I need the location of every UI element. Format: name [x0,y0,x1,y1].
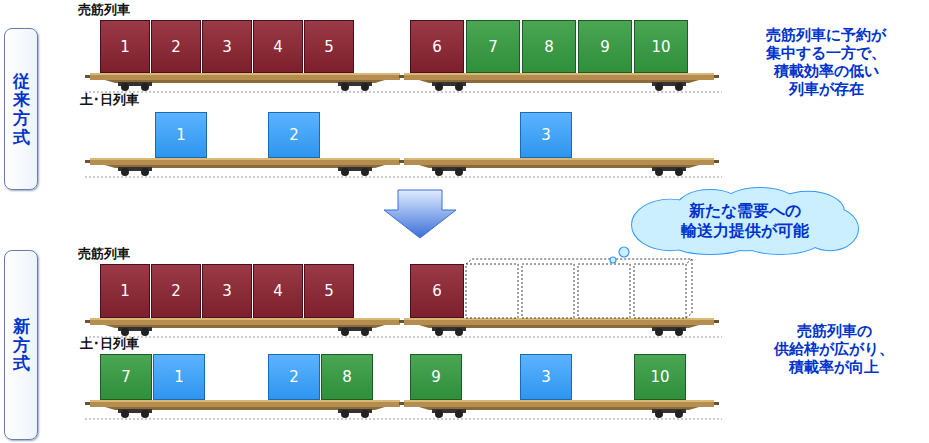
container: 7 [100,354,152,400]
container: 2 [151,20,201,73]
container: 9 [578,20,632,73]
container-number: 7 [488,38,498,56]
container-number: 2 [289,126,299,144]
container-number: 2 [289,368,299,386]
container-number: 5 [324,282,334,300]
container-number: 2 [171,38,181,56]
container-number: 8 [342,368,352,386]
container: 3 [202,264,252,318]
down-arrow [384,190,456,238]
container-number: 9 [600,38,610,56]
flatcar [85,73,719,418]
container-number: 10 [650,368,669,386]
container: 10 [634,354,686,400]
container: 9 [410,354,462,400]
container: 1 [100,264,150,318]
container: 6 [410,20,464,73]
train-name: 売筋列車 [78,2,198,18]
callout-cloud: 新たな需要への 輸送力提供が可能 [630,186,860,256]
note-line-block: 売筋列車に予約が 集中する一方で、 積載効率の低い 列車が存在 [762,26,891,98]
container-number: 6 [432,282,442,300]
container-number: 3 [222,282,232,300]
container-number: 5 [324,38,334,56]
note-line-block: 売筋列車の 供給枠が広がり、 積載率が向上 [770,322,899,376]
container-number: 6 [432,38,442,56]
callout-text: 新たな需要への 輸送力提供が可能 [676,201,814,241]
container: 1 [100,20,150,73]
container: 4 [253,264,303,318]
container-number: 4 [273,282,283,300]
train-name: 売筋列車 [78,246,198,262]
container-number: 1 [176,126,186,144]
cloud-bubble [610,247,629,263]
container: 2 [151,264,201,318]
note-text: 売筋列車の 供給枠が広がり、 積載率が向上 [745,322,923,376]
container: 2 [268,354,320,400]
note-text: 売筋列車に予約が 集中する一方で、 積載効率の低い 列車が存在 [728,26,924,98]
container: 4 [253,20,303,73]
container: 10 [634,20,688,73]
method-box: 新方式 [4,250,38,440]
empty-slot [466,259,692,318]
container-number: 10 [651,38,670,56]
container: 5 [304,20,354,73]
container: 3 [520,354,572,400]
container: 1 [153,354,205,400]
container-number: 3 [541,126,551,144]
method-title: 新方式 [13,317,30,373]
container-number: 8 [544,38,554,56]
method-box: 従来方式 [4,28,38,190]
container-number: 1 [120,282,130,300]
container-number: 2 [171,282,181,300]
rail [85,92,722,419]
container: 3 [202,20,252,73]
container: 2 [268,112,320,158]
container: 8 [522,20,576,73]
container-number: 1 [174,368,184,386]
container: 8 [321,354,373,400]
container-number: 1 [120,38,130,56]
container-number: 3 [541,368,551,386]
container: 6 [410,264,464,318]
train-name: 土･日列車 [80,336,200,352]
container: 3 [520,112,572,158]
container-number: 3 [222,38,232,56]
container-number: 9 [431,368,441,386]
container: 1 [155,112,207,158]
container-number: 7 [121,368,131,386]
container: 7 [466,20,520,73]
container-number: 4 [273,38,283,56]
method-title: 従来方式 [13,72,30,147]
container: 5 [304,264,354,318]
train-name: 土･日列車 [80,92,200,108]
